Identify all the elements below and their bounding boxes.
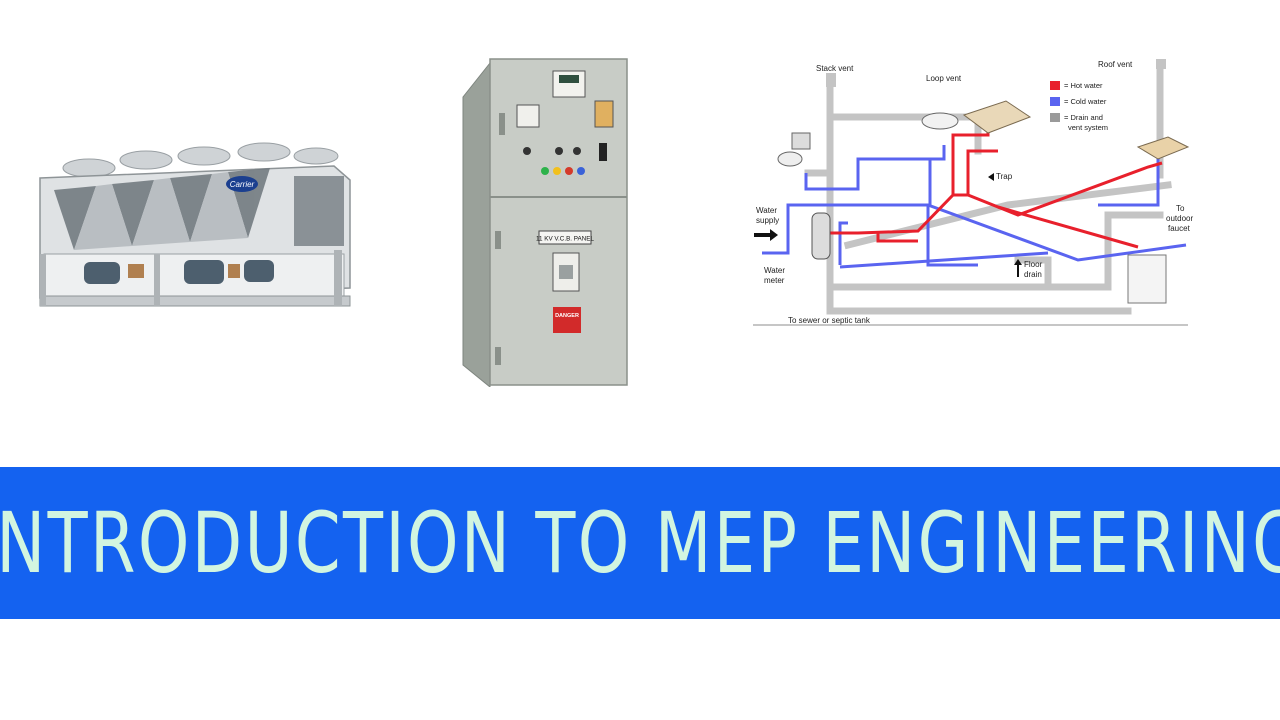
panel-plate-label: 11 KV V.C.B. PANEL <box>536 236 594 243</box>
floor-drain-label-line2: drain <box>1024 270 1042 279</box>
water-meter-label-line1: Water <box>764 266 785 275</box>
water-supply-label-line2: supply <box>756 216 779 225</box>
water-supply-label-line1: Water <box>756 206 777 215</box>
trap-label: Trap <box>996 172 1013 181</box>
bathtub-fixture <box>962 100 1032 134</box>
roof-vent-label: Roof vent <box>1098 60 1133 69</box>
vcb-panel-image: 11 KV V.C.B. PANEL DANGER <box>462 58 628 387</box>
legend-drain-label-line1: = Drain and <box>1064 113 1103 122</box>
chiller-fans <box>62 142 339 178</box>
water-heater-fixture <box>811 212 831 260</box>
outdoor-faucet-label-line2: outdoor <box>1166 214 1193 223</box>
outdoor-faucet-label-line1: To <box>1176 204 1185 213</box>
floor-drain-label-line1: Floor <box>1024 260 1043 269</box>
banner-title: INTRODUCTION TO MEP ENGINEERING <box>0 494 1280 592</box>
water-meter-label-line2: meter <box>764 276 785 285</box>
carrier-logo <box>226 176 258 192</box>
legend-cold-water-swatch <box>1050 97 1060 106</box>
sewer-label: To sewer or septic tank <box>788 316 871 325</box>
toilet-fixture <box>777 132 811 167</box>
chiller-unit-image: Carrier <box>39 142 351 307</box>
legend-hot-water-label: = Hot water <box>1064 81 1103 90</box>
sink-fixture <box>921 112 959 130</box>
stack-vent-label: Stack vent <box>816 64 854 73</box>
washer-fixture <box>1127 254 1167 304</box>
plumbing-legend: = Hot water = Cold water = Drain and ven… <box>1050 81 1108 132</box>
legend-drain-label-line2: vent system <box>1068 123 1108 132</box>
kitchen-sink-fixture <box>1136 136 1190 160</box>
outdoor-faucet-label-line3: faucet <box>1168 224 1191 233</box>
title-banner: INTRODUCTION TO MEP ENGINEERING <box>0 467 1280 619</box>
legend-drain-swatch <box>1050 113 1060 122</box>
chiller-brand-text: Carrier <box>230 180 255 189</box>
loop-vent-label: Loop vent <box>926 74 962 83</box>
legend-hot-water-swatch <box>1050 81 1060 90</box>
panel-danger-sign: DANGER <box>555 313 579 319</box>
legend-cold-water-label: = Cold water <box>1064 97 1107 106</box>
plumbing-diagram: Stack vent Loop vent Roof vent Trap Wate… <box>753 59 1193 326</box>
